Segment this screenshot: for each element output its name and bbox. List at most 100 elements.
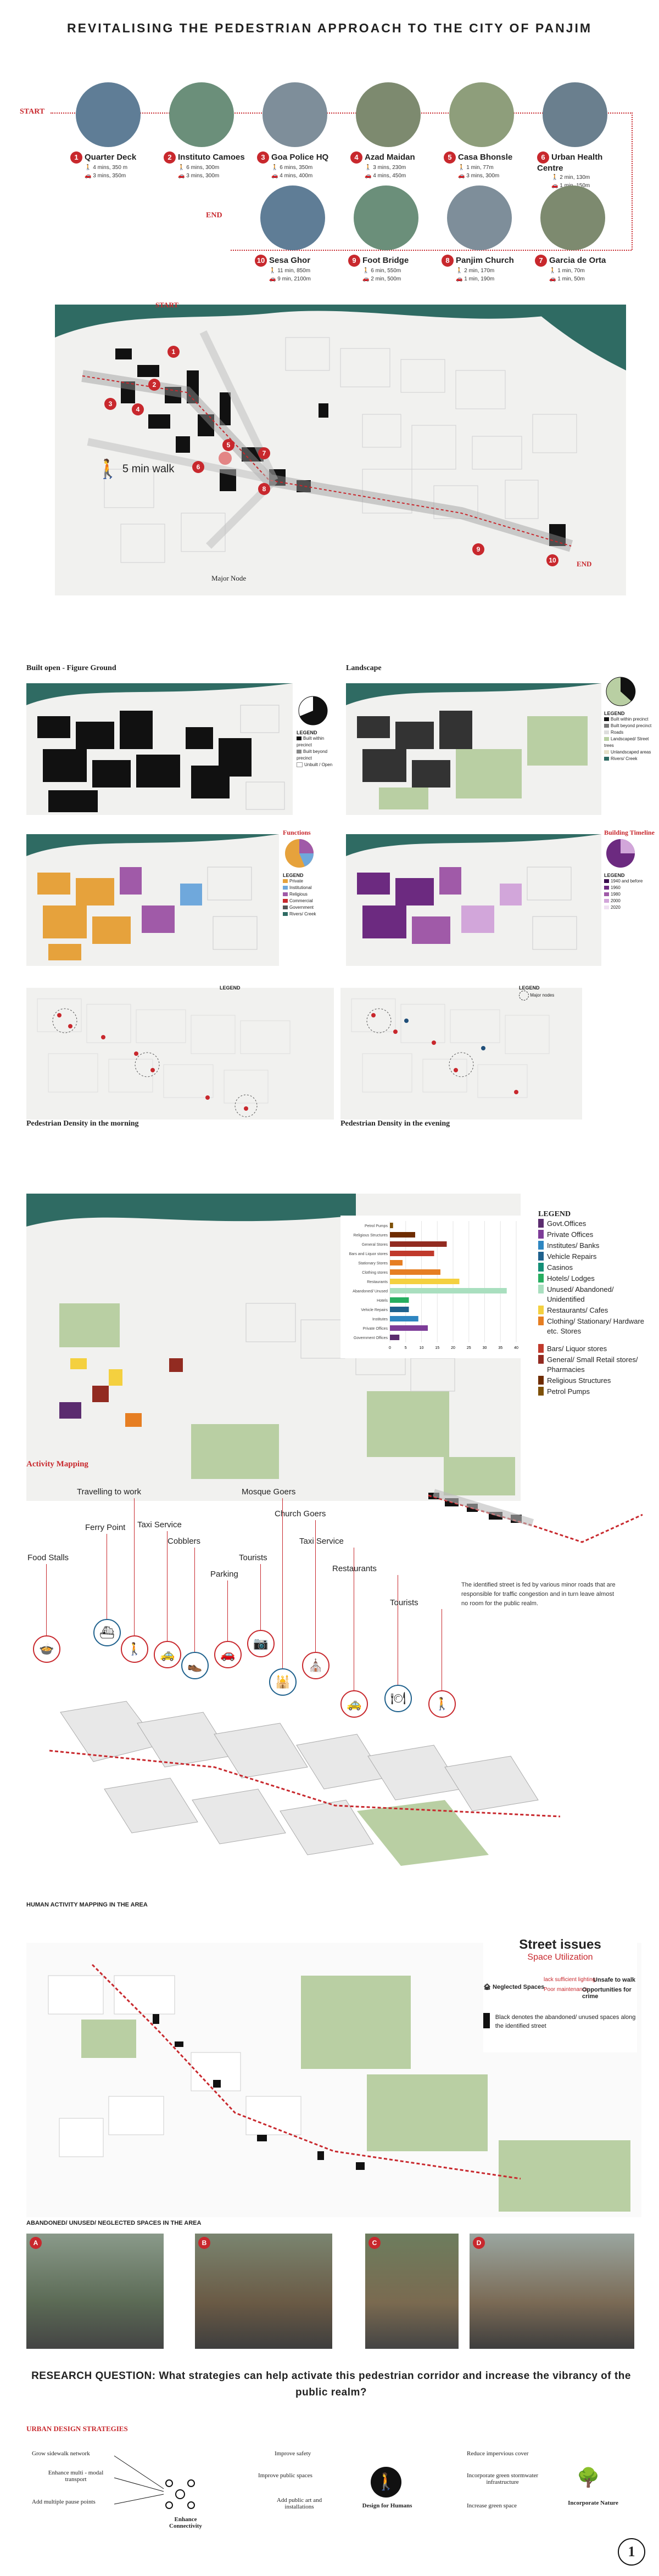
- density-morning-map: [26, 988, 334, 1120]
- callout-line: [194, 1548, 195, 1652]
- bar-category-label: Restaurants: [367, 1280, 388, 1284]
- functions-title: Functions: [283, 829, 311, 836]
- stop-photo: [260, 185, 325, 250]
- stop-name: Foot Bridge: [362, 256, 409, 265]
- activity-bar: [390, 1260, 403, 1265]
- human-activity-note: The identified street is fed by various …: [461, 1582, 616, 1607]
- stop-number: 1: [70, 151, 82, 164]
- activity-icon: 🚕: [154, 1641, 181, 1668]
- poor-maintenance-label: Poor maintenance: [544, 1987, 589, 1993]
- activity-icon: 👞: [181, 1652, 209, 1679]
- map-marker: 4: [132, 403, 144, 415]
- tick-label: 5: [405, 1346, 407, 1350]
- activity-bar: [390, 1325, 428, 1331]
- space-utilization-label: Space Utilization: [527, 1953, 593, 1962]
- legend-item-beyond: Built beyond precinct: [297, 749, 328, 761]
- callout-line: [227, 1581, 228, 1641]
- stop-drive-time: 🚗 2 min, 500m: [362, 276, 401, 282]
- walk-icon: 🚶: [365, 165, 373, 171]
- landscape-title: Landscape: [346, 664, 382, 672]
- car-icon: 🚗: [269, 276, 278, 282]
- activity-icon: ⛪: [302, 1652, 330, 1679]
- car-icon: 🚗: [85, 173, 93, 179]
- route-line-bottom: [231, 250, 632, 251]
- human-activity-label: Parking: [210, 1570, 238, 1579]
- activity-legend-item: Bars/ Liquor stores: [538, 1344, 648, 1354]
- neglected-label: Neglected Spaces: [493, 1984, 545, 1990]
- stop-drive-time: 🚗 1 min, 190m: [456, 276, 495, 282]
- human-activity-map: [49, 1679, 560, 1899]
- stop-name: Urban Health Centre: [537, 153, 603, 173]
- car-icon: 🚗: [362, 276, 371, 282]
- stop-number: 5: [444, 151, 456, 164]
- human-activity-label: Cobblers: [167, 1537, 201, 1546]
- page-title: REVITALISING THE PEDESTRIAN APPROACH TO …: [66, 21, 593, 35]
- activity-legend-item: Casinos: [538, 1263, 648, 1273]
- bar-category-label: Vehicle Repairs: [361, 1308, 388, 1312]
- strategy-humans: Improve safety Improve public spaces Add…: [242, 2445, 439, 2549]
- stop-name: Panjim Church: [456, 256, 514, 265]
- bar-category-label: Institutes: [372, 1318, 388, 1321]
- density-morning-title: Pedestrian Density in the morning: [26, 1120, 139, 1128]
- stop-number: 4: [350, 151, 362, 164]
- map-marker: 8: [258, 483, 270, 495]
- timeline-pie: [606, 839, 635, 868]
- photo-b: B: [195, 2234, 332, 2349]
- human-activity-label: Mosque Goers: [242, 1487, 296, 1497]
- activity-icon: 🚶: [428, 1690, 456, 1718]
- stop-number: 9: [348, 255, 360, 267]
- landscape-map: [346, 683, 601, 815]
- walk-icon: 🚶: [371, 2467, 401, 2498]
- human-activity-inset: [423, 1482, 648, 1553]
- figure-ground-map: [26, 683, 293, 815]
- activity-legend-item: General/ Small Retail stores/ Pharmacies: [538, 1355, 648, 1375]
- car-icon: 🚗: [178, 173, 187, 179]
- abandoned-title: ABANDONED/ UNUSED/ NEGLECTED SPACES IN T…: [26, 2220, 202, 2226]
- legend-item-built: Built within precinct: [297, 736, 325, 747]
- human-activity-label: Restaurants: [332, 1564, 377, 1573]
- bar-category-label: Bars and Liquor stores: [349, 1252, 388, 1256]
- walk-icon: 🚶: [456, 268, 465, 274]
- activity-bar: [390, 1241, 447, 1247]
- activity-bar: [390, 1316, 418, 1321]
- research-question: RESEARCH QUESTION: What strategies can h…: [31, 2370, 631, 2398]
- stop-photo: [169, 82, 234, 147]
- route-start-label: START: [20, 108, 45, 116]
- density-legend-evening: LEGEND Major nodes: [519, 985, 554, 1000]
- stop-name: Azad Maidan: [365, 153, 415, 162]
- walk-icon: 🚶: [271, 165, 280, 171]
- activity-bar: [390, 1288, 507, 1293]
- main-map-svg: [55, 305, 626, 563]
- bar-category-label: Stationary Stores: [358, 1262, 388, 1265]
- stop-name: Sesa Ghor: [269, 256, 311, 265]
- timeline-title: Building Timeline: [604, 829, 655, 836]
- timeline-legend: Building Timeline LEGEND 1940 and before…: [604, 829, 656, 911]
- strategy-nature: Reduce impervious cover Incorporate gree…: [456, 2445, 643, 2549]
- functions-legend: Functions LEGEND Private Institutional R…: [283, 829, 335, 918]
- stop-drive-time: 🚗 3 mins, 300m: [178, 173, 220, 179]
- human-activity-label: Taxi Service: [137, 1520, 182, 1529]
- stop-drive-time: 🚗 3 mins, 300m: [458, 173, 500, 179]
- stop-walk-time: 🚶 2 min, 170m: [456, 268, 495, 274]
- tick-label: 15: [435, 1346, 439, 1350]
- walk-icon: 🚶: [269, 268, 278, 274]
- callout-line: [282, 1498, 283, 1668]
- activity-bar: [390, 1335, 400, 1340]
- density-evening-map: [340, 988, 582, 1120]
- callout-line: [46, 1564, 47, 1635]
- activity-legend-item: Vehicle Repairs: [538, 1252, 648, 1262]
- figure-ground-legend: LEGEND Built within precinct Built beyon…: [297, 694, 340, 768]
- map-marker: 2: [148, 379, 160, 391]
- stop-number: 7: [535, 255, 547, 267]
- activity-bar: [390, 1269, 440, 1275]
- main-route-map: [55, 305, 626, 595]
- human-activity-label: Ferry Point: [85, 1523, 126, 1532]
- strategy-connectivity: Grow sidewalk network Enhance multi - mo…: [26, 2445, 224, 2549]
